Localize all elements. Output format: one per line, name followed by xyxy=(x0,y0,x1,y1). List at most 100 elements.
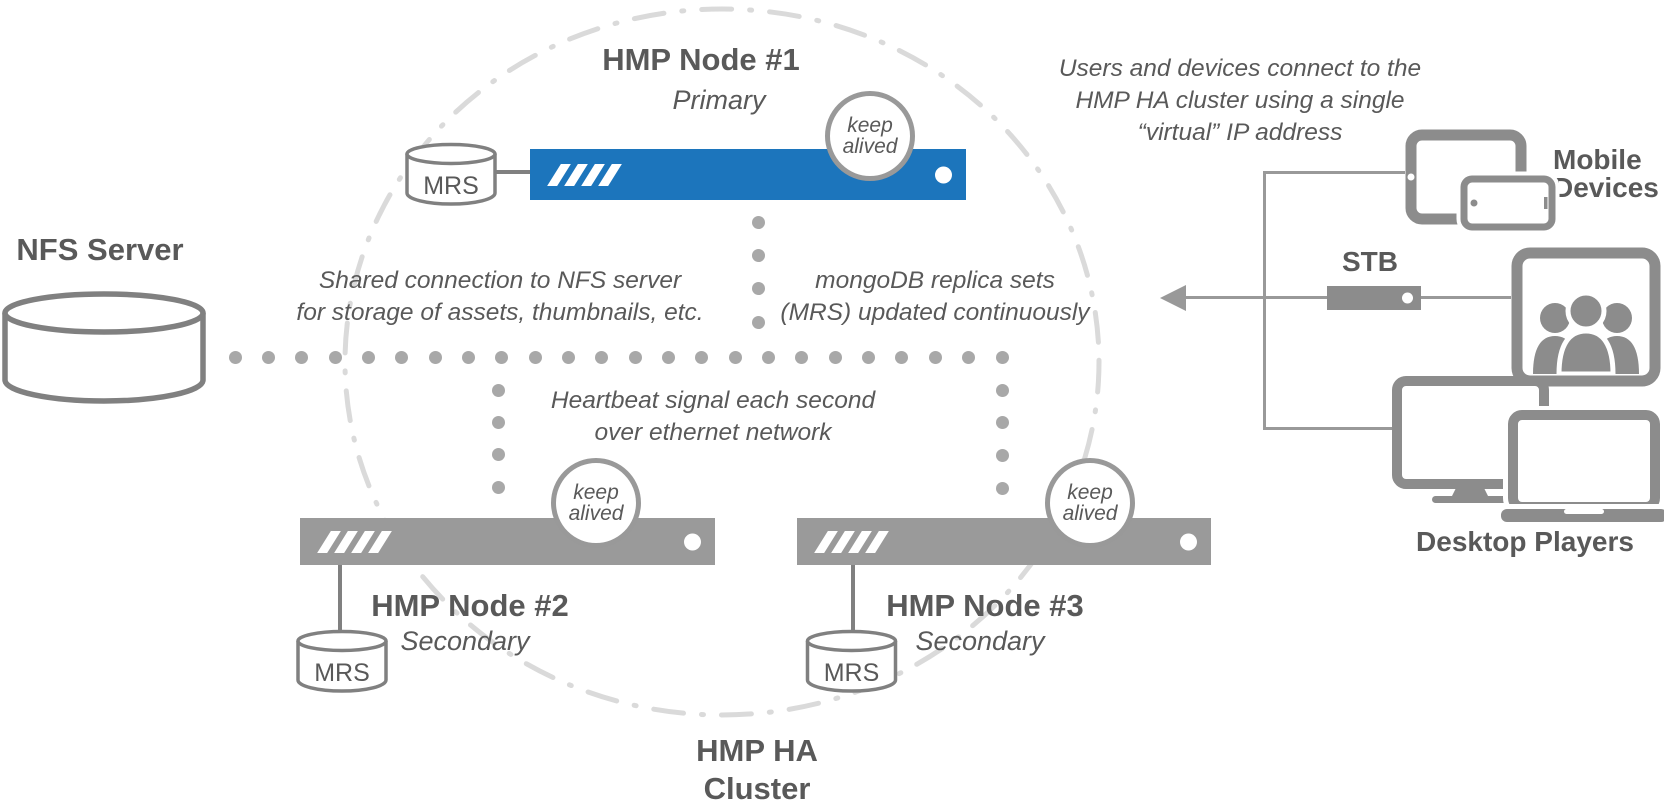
mobile-devices-icon xyxy=(1405,129,1560,234)
laptop-icon xyxy=(1496,406,1664,527)
keepalived-label: alived xyxy=(1062,502,1118,525)
node2-role: Secondary xyxy=(400,626,530,656)
stb-led-dot xyxy=(1402,292,1413,304)
mobile-branch-line xyxy=(1263,171,1405,174)
mrs-label: MRS xyxy=(423,172,479,200)
stb-tv-line xyxy=(1421,296,1511,299)
cluster-label-line2: Cluster xyxy=(703,771,811,806)
device-trunk-line xyxy=(1263,172,1266,430)
node1-role: Primary xyxy=(672,85,766,115)
connector-dot xyxy=(461,350,475,364)
tv-audience-icon xyxy=(1511,247,1661,387)
node3-server-bar xyxy=(797,518,1211,565)
keepalived-label: keep xyxy=(1067,481,1113,504)
connector-dot xyxy=(928,350,942,364)
virtual-ip-note: Users and devices connect to the HMP HA … xyxy=(1040,53,1440,149)
connector-dot xyxy=(491,480,505,494)
node3-mrs-cylinder: MRS xyxy=(803,629,900,695)
nfs-server-label: NFS Server xyxy=(16,232,184,267)
connector-dot xyxy=(862,350,876,364)
connector-dot xyxy=(995,481,1009,495)
virtual-ip-note-line1: Users and devices connect to the xyxy=(1058,55,1422,82)
connector-dot xyxy=(228,350,242,364)
connector-dot xyxy=(795,350,809,364)
connector-dot xyxy=(762,350,776,364)
connector-dot xyxy=(595,350,609,364)
connector-dot xyxy=(528,350,542,364)
mobile-devices-label-line1: Mobile xyxy=(1553,144,1642,175)
connector-dot xyxy=(695,350,709,364)
connector-dot xyxy=(995,416,1009,430)
connector-dot xyxy=(828,350,842,364)
stb-icon xyxy=(1327,286,1421,310)
keepalived-label: keep xyxy=(847,114,893,137)
stb-branch-line xyxy=(1183,296,1329,299)
mongodb-replica-note-line1: mongoDB replica sets xyxy=(815,267,1055,294)
mrs-label: MRS xyxy=(823,659,880,687)
cluster-label-line1: HMP HA xyxy=(696,733,818,768)
connector-dot xyxy=(491,415,505,429)
connector-dot xyxy=(728,350,742,364)
mongodb-replica-note: mongoDB replica sets (MRS) updated conti… xyxy=(735,265,1135,329)
desktop-branch-line xyxy=(1263,427,1395,430)
node1-keepalived-badge: keep alived xyxy=(825,91,915,181)
connector-dot xyxy=(995,448,1009,462)
server-led-dot xyxy=(684,533,701,550)
smartphone-icon xyxy=(1456,171,1560,234)
connector-dot xyxy=(428,350,442,364)
node3-title: HMP Node #3 xyxy=(886,588,1084,623)
connector-dot xyxy=(491,383,505,397)
connector-dot xyxy=(295,350,309,364)
keepalived-label: alived xyxy=(568,502,624,525)
connector-dot xyxy=(328,350,342,364)
connector-dot xyxy=(995,350,1009,364)
shared-connection-note-line2: for storage of assets, thumbnails, etc. xyxy=(296,299,704,326)
mobile-devices-label: Mobile Devices xyxy=(1553,146,1663,202)
connector-dot xyxy=(261,350,275,364)
connector-dot xyxy=(561,350,575,364)
virtual-ip-note-line2: HMP HA cluster using a single xyxy=(1075,87,1405,114)
node1-mrs-connector-line xyxy=(492,170,534,174)
node2-title: HMP Node #2 xyxy=(371,588,569,623)
keepalived-label: alived xyxy=(842,135,898,158)
connector-dot xyxy=(962,350,976,364)
heartbeat-note-line1: Heartbeat signal each second xyxy=(550,387,876,414)
arrow-left-icon xyxy=(1160,285,1186,311)
node2-mrs-cylinder: MRS xyxy=(294,629,390,695)
connector-dot xyxy=(751,215,765,229)
connector-dot xyxy=(751,315,765,329)
node1-mrs-cylinder: MRS xyxy=(404,142,498,208)
desktop-players-label: Desktop Players xyxy=(1416,526,1634,557)
connector-dot xyxy=(361,350,375,364)
connector-dot xyxy=(491,448,505,462)
connector-dot xyxy=(628,350,642,364)
node2-server-bar xyxy=(300,518,715,565)
connector-dot xyxy=(495,350,509,364)
mrs-label: MRS xyxy=(314,659,370,687)
node2-mrs-connector-line xyxy=(338,565,342,639)
stb-label: STB xyxy=(1342,246,1398,277)
connector-dot xyxy=(995,383,1009,397)
shared-connection-note-line1: Shared connection to NFS server xyxy=(318,267,682,294)
node2-keepalived-badge: keep alived xyxy=(551,458,641,548)
virtual-ip-note-line3: “virtual” IP address xyxy=(1137,119,1343,146)
heartbeat-note: Heartbeat signal each second over ethern… xyxy=(513,385,913,449)
server-led-dot xyxy=(935,166,952,183)
node3-mrs-connector-line xyxy=(851,565,855,639)
node3-keepalived-badge: keep alived xyxy=(1045,458,1135,548)
server-led-dot xyxy=(1180,533,1197,550)
heartbeat-note-line2: over ethernet network xyxy=(594,419,832,446)
node1-title: HMP Node #1 xyxy=(602,42,800,77)
connector-dot xyxy=(751,282,765,296)
connector-dot xyxy=(395,350,409,364)
mongodb-replica-note-line2: (MRS) updated continuously xyxy=(780,299,1090,326)
node3-role: Secondary xyxy=(915,626,1045,656)
cluster-label: HMP HA Cluster xyxy=(557,732,957,808)
keepalived-label: keep xyxy=(573,481,619,504)
nfs-cylinder xyxy=(2,291,206,404)
connector-dot xyxy=(895,350,909,364)
connector-dot xyxy=(751,248,765,262)
mobile-devices-label-line2: Devices xyxy=(1553,172,1659,203)
